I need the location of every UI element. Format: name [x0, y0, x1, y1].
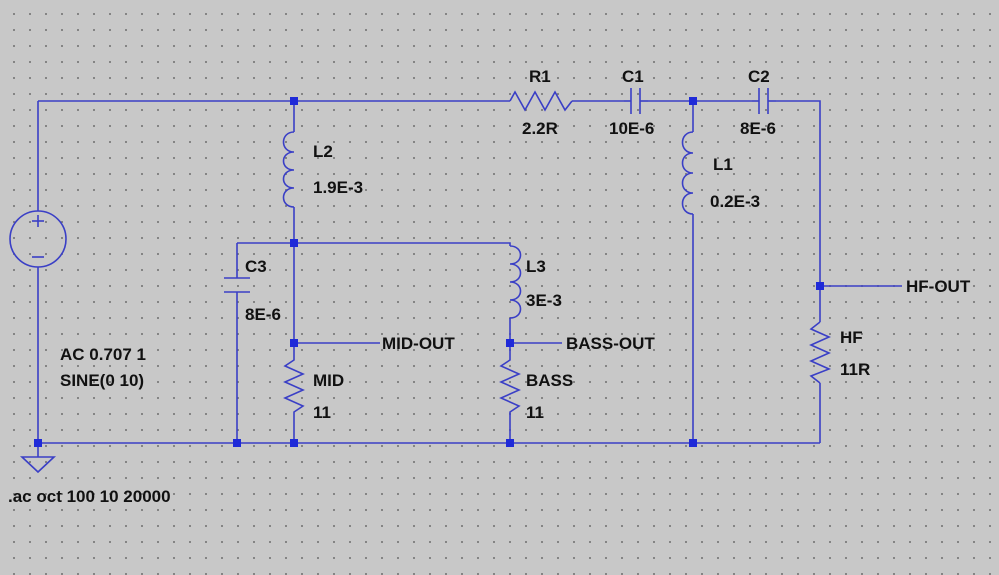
junction-dot	[290, 239, 298, 247]
source-ac-label[interactable]: AC 0.707 1	[60, 345, 146, 364]
junction-dot	[233, 439, 241, 447]
l3-value-label[interactable]: 3E-3	[526, 291, 562, 310]
capacitor-c1[interactable]	[624, 88, 648, 114]
junctions	[34, 97, 824, 447]
resistor-bass[interactable]	[499, 343, 521, 421]
junction-dot	[816, 282, 824, 290]
c1-value-label[interactable]: 10E-6	[609, 119, 654, 138]
resistor-r1[interactable]	[509, 90, 573, 112]
junction-dot	[689, 439, 697, 447]
c1-name-label[interactable]: C1	[622, 67, 644, 86]
source-sine-label[interactable]: SINE(0 10)	[60, 371, 144, 390]
junction-dot	[506, 439, 514, 447]
ground-icon[interactable]	[19, 456, 57, 474]
l1-name-label[interactable]: L1	[713, 155, 733, 174]
l3-name-label[interactable]: L3	[526, 257, 546, 276]
voltage-source[interactable]	[9, 210, 67, 268]
spice-directive[interactable]: .ac oct 100 10 20000	[8, 487, 171, 506]
junction-dot	[506, 339, 514, 347]
junction-dot	[34, 439, 42, 447]
c3-value-label[interactable]: 8E-6	[245, 305, 281, 324]
inductor-l3[interactable]	[509, 245, 522, 319]
resistor-mid[interactable]	[283, 343, 305, 421]
hf-value-label[interactable]: 11R	[840, 360, 870, 379]
wires	[37, 100, 902, 457]
c3-name-label[interactable]: C3	[245, 257, 267, 276]
r1-name-label[interactable]: R1	[529, 67, 551, 86]
resistor-hf[interactable]	[809, 321, 832, 384]
junction-dot	[689, 97, 697, 105]
junction-dot	[290, 97, 298, 105]
bass-name-label[interactable]: BASS	[526, 371, 573, 390]
capacitor-c2[interactable]	[752, 88, 776, 114]
inductor-l1[interactable]	[681, 131, 694, 215]
inductor-l2[interactable]	[282, 131, 295, 208]
junction-dot	[290, 339, 298, 347]
l2-value-label[interactable]: 1.9E-3	[313, 178, 363, 197]
r1-value-label[interactable]: 2.2R	[522, 119, 558, 138]
bass-out-net-label[interactable]: BASS-OUT	[566, 334, 655, 353]
wire-c2-hf[interactable]	[776, 100, 821, 322]
l2-name-label[interactable]: L2	[313, 142, 333, 161]
mid-value-label[interactable]: 11	[313, 403, 331, 422]
wire-node-to-l3[interactable]	[237, 242, 511, 246]
junction-dot	[290, 439, 298, 447]
c2-value-label[interactable]: 8E-6	[740, 119, 776, 138]
mid-name-label[interactable]: MID	[313, 371, 344, 390]
labels: R1 2.2R C1 10E-6 C2 8E-6 L1 0.2E-3 L2 1.…	[8, 67, 971, 506]
hf-name-label[interactable]: HF	[840, 328, 863, 347]
mid-out-net-label[interactable]: MID-OUT	[382, 334, 455, 353]
bass-value-label[interactable]: 11	[526, 403, 544, 422]
l1-value-label[interactable]: 0.2E-3	[710, 192, 760, 211]
capacitor-c3[interactable]	[224, 277, 250, 293]
hf-out-net-label[interactable]: HF-OUT	[906, 277, 971, 296]
c2-name-label[interactable]: C2	[748, 67, 770, 86]
